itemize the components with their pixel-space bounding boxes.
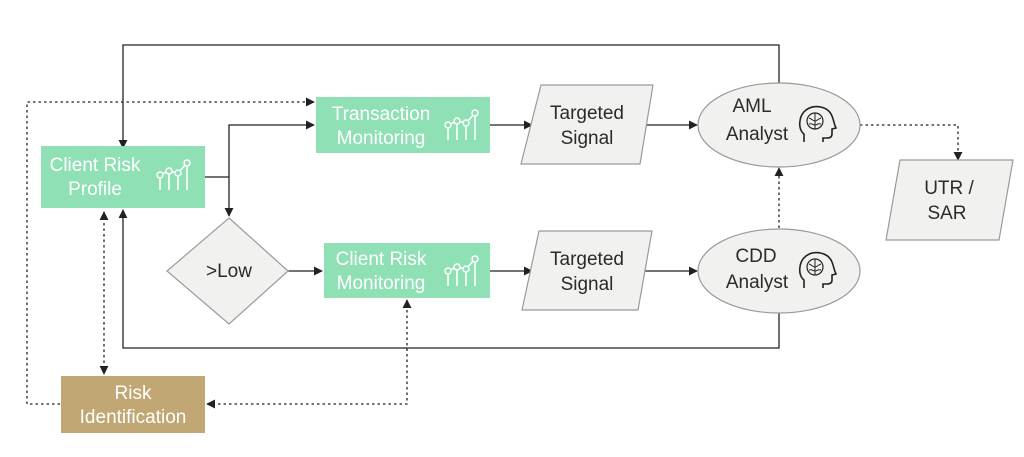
targeted-signal-bottom-line1: Targeted: [550, 249, 624, 270]
utr-sar-line1: UTR /: [924, 178, 974, 199]
transaction-monitoring-box: Transaction Monitoring: [316, 97, 490, 153]
aml-analyst-line1: AML: [732, 96, 771, 117]
aml-analyst-to-utr-sar: [860, 124, 963, 161]
profile-to-transaction-monitoring: [228, 120, 315, 177]
transaction-monitoring-label-line1: Transaction: [332, 104, 431, 125]
decision-low-diamond: >Low: [166, 217, 289, 325]
client-risk-monitoring-label-line1: Client Risk: [336, 249, 427, 270]
client-risk-profile-box: Client Risk Profile: [41, 146, 205, 208]
aml-analyst-ellipse: AML Analyst: [697, 82, 861, 168]
risk-identification-line2: Identification: [80, 407, 187, 428]
cdd-analyst-ellipse: CDD Analyst: [697, 228, 861, 314]
risk-identification-box: Risk Identification: [61, 376, 205, 433]
utr-sar-line2: SAR: [927, 203, 966, 224]
transaction-monitoring-label-line2: Monitoring: [337, 128, 426, 149]
targeted-signal-top-line2: Signal: [561, 128, 614, 149]
cdd-analyst-line2: Analyst: [726, 272, 789, 293]
client-risk-profile-label-line1: Client Risk: [50, 155, 141, 176]
targeted-signal-top: Targeted Signal: [520, 84, 654, 165]
risk-id-to-client-risk-monitoring: [206, 299, 412, 409]
feedback-aml-to-profile: [118, 44, 780, 149]
client-risk-monitoring-box: Client Risk Monitoring: [324, 243, 490, 298]
client-risk-profile-label-line2: Profile: [68, 179, 122, 200]
aml-analyst-line2: Analyst: [726, 124, 789, 145]
dotted-connectors: [26, 97, 963, 409]
client-risk-monitoring-label-line2: Monitoring: [337, 273, 426, 294]
utr-sar-document: UTR / SAR: [885, 159, 1014, 241]
risk-identification-line1: Risk: [115, 383, 152, 404]
decision-low-label: >Low: [206, 261, 252, 282]
targeted-signal-bottom: Targeted Signal: [521, 230, 653, 311]
targeted-signal-bottom-line2: Signal: [561, 274, 614, 295]
cdd-analyst-line1: CDD: [735, 246, 776, 267]
connectors: [118, 44, 780, 349]
feedback-cdd-to-profile: [118, 209, 780, 349]
risk-id-to-transaction-monitoring: [26, 97, 315, 405]
targeted-signal-top-line1: Targeted: [550, 103, 624, 124]
